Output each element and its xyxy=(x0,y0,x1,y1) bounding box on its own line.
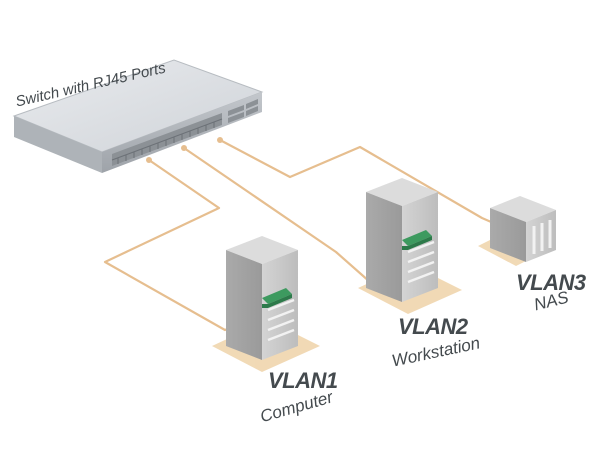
nas-box xyxy=(490,196,556,262)
workstation-tower xyxy=(366,178,438,302)
switch-left xyxy=(14,116,102,173)
vlan3-label: VLAN3 xyxy=(516,270,586,295)
nas-top xyxy=(490,196,556,222)
tower1-drive-bays xyxy=(267,298,295,342)
nas-left xyxy=(490,208,526,262)
cable-vlan2 xyxy=(183,147,371,283)
tower1-nic xyxy=(262,288,292,304)
tower1-left xyxy=(226,250,262,360)
vlan2-label: VLAN2 xyxy=(398,314,468,339)
computer-tower xyxy=(226,236,298,360)
sfp-ports xyxy=(228,99,258,123)
vlan1-label: VLAN1 xyxy=(268,368,338,393)
tower2-drive-bays xyxy=(407,240,435,284)
cables xyxy=(103,139,515,332)
tower2-left xyxy=(366,192,402,302)
switch xyxy=(12,59,264,173)
cable-ports xyxy=(146,137,223,163)
nas-drive-slots xyxy=(532,220,552,254)
tower2-nic xyxy=(402,230,432,246)
rj45-ports xyxy=(111,118,223,164)
